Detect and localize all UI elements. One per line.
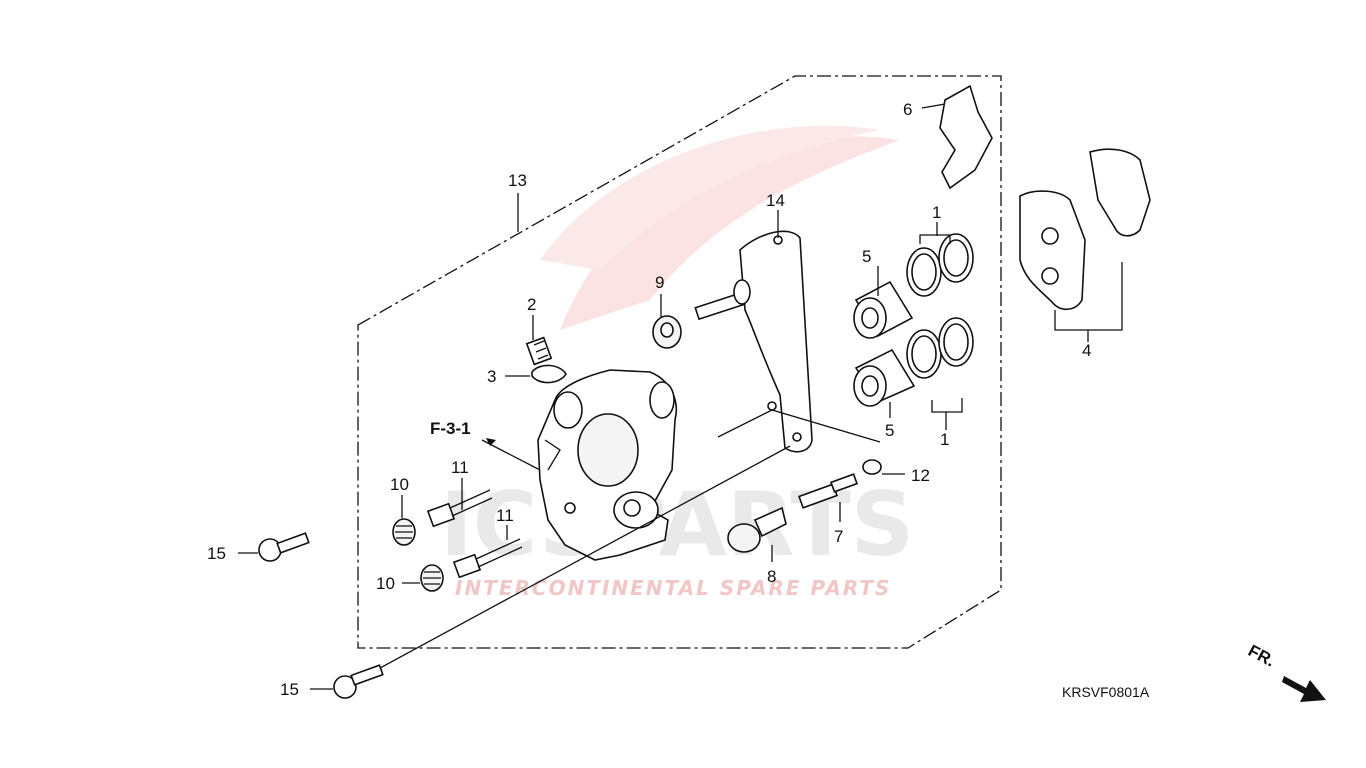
pin-plug-upper bbox=[392, 518, 416, 546]
leader-lines bbox=[401, 193, 1089, 584]
callout-5-lower: 5 bbox=[885, 421, 894, 440]
bleeder-cap bbox=[531, 364, 567, 384]
callout-8: 8 bbox=[767, 567, 776, 586]
callout-15-upper: 15 bbox=[207, 544, 226, 563]
piston-lower bbox=[853, 348, 916, 407]
callout-4: 4 bbox=[1082, 341, 1091, 360]
piston-seal-set bbox=[906, 233, 974, 413]
front-direction-label: FR. bbox=[1245, 641, 1278, 671]
brake-pad-set bbox=[1019, 148, 1151, 331]
callout-1-lower: 1 bbox=[940, 430, 949, 449]
callout-10-upper: 10 bbox=[390, 475, 409, 494]
callout-labels: 13 14 6 1 5 9 2 3 4 5 1 12 7 8 11 11 10 … bbox=[207, 100, 1150, 700]
caliper-body bbox=[537, 369, 677, 561]
mounting-bolt-upper bbox=[238, 532, 310, 562]
caliper-pin-lower bbox=[452, 538, 523, 579]
callout-11-upper: 11 bbox=[451, 458, 469, 477]
pad-spring bbox=[921, 84, 993, 190]
callout-1-upper: 1 bbox=[932, 203, 941, 222]
bracket-bolt bbox=[727, 506, 787, 562]
callout-14: 14 bbox=[766, 191, 785, 210]
watermark-tagline: INTERCONTINENTAL SPARE PARTS bbox=[455, 576, 891, 600]
callout-12: 12 bbox=[911, 466, 930, 485]
watermark: ICSPARTS INTERCONTINENTAL SPARE PARTS bbox=[440, 125, 914, 600]
caliper-bracket bbox=[694, 230, 881, 453]
callout-3: 3 bbox=[487, 367, 496, 386]
piston-upper bbox=[853, 280, 914, 339]
bleeder-screw bbox=[525, 336, 553, 366]
pin-bolt bbox=[798, 473, 859, 522]
callout-9: 9 bbox=[655, 273, 664, 292]
callout-13: 13 bbox=[508, 171, 527, 190]
caliper-pin-upper bbox=[426, 489, 493, 528]
front-direction-arrow: FR. bbox=[1245, 641, 1326, 702]
callout-5-upper: 5 bbox=[862, 247, 871, 266]
callout-6: 6 bbox=[903, 100, 912, 119]
boot-nut bbox=[652, 315, 682, 349]
callout-7: 7 bbox=[834, 527, 843, 546]
figure-code: KRSVF0801A bbox=[1062, 684, 1150, 700]
callout-11-lower: 11 bbox=[496, 506, 514, 525]
pin-plug-lower bbox=[420, 564, 444, 592]
reference-label: F-3-1 bbox=[430, 419, 471, 438]
assembly-outline bbox=[357, 75, 1002, 649]
mounting-bolt-lower bbox=[310, 445, 791, 699]
callout-2: 2 bbox=[527, 295, 536, 314]
callout-15-lower: 15 bbox=[280, 680, 299, 699]
sealing-washer bbox=[862, 459, 905, 475]
callout-10-lower: 10 bbox=[376, 574, 395, 593]
